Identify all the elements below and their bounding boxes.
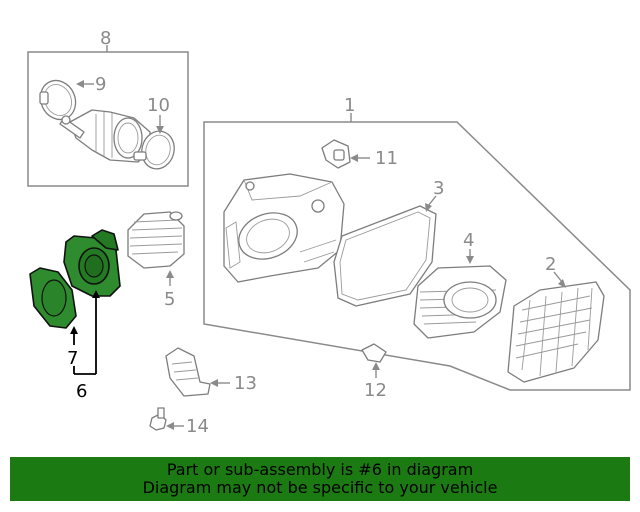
part-7-highlighted-seal[interactable] — [29, 267, 77, 329]
part-5-duct[interactable] — [127, 211, 185, 269]
callout-3-group: 3 — [425, 178, 444, 212]
callout-10: 10 — [147, 95, 170, 116]
part-12-bracket[interactable] — [361, 343, 387, 363]
callout-13-group: 13 — [210, 373, 257, 394]
part-14-bolt[interactable] — [149, 407, 167, 431]
callout-8: 8 — [100, 28, 111, 49]
part-11-sensor[interactable] — [321, 139, 351, 169]
subassembly-8-box: 8 — [27, 28, 189, 187]
banner-line-1: Part or sub-assembly is #6 in diagram — [166, 460, 474, 479]
callout-5-group: 5 — [164, 270, 175, 310]
callout-9-group: 9 — [76, 74, 106, 95]
callout-9: 9 — [95, 74, 106, 95]
callout-12: 12 — [364, 380, 387, 401]
part-13-bracket[interactable] — [165, 347, 211, 397]
callout-4-group: 4 — [463, 230, 474, 264]
part-9-clamp[interactable] — [34, 75, 82, 126]
part-2-cover[interactable] — [507, 281, 605, 383]
callout-11-group: 11 — [350, 148, 398, 169]
part-10-clamp[interactable] — [133, 128, 178, 173]
callout-10-group: 10 — [147, 95, 170, 134]
part-housing-lower[interactable] — [223, 173, 345, 283]
subassembly-1-box: 1 — [203, 95, 631, 391]
part-6-highlighted-adapter[interactable] — [63, 229, 121, 297]
banner-line-2: Diagram may not be specific to your vehi… — [142, 478, 498, 497]
part-4-filter-element[interactable] — [413, 265, 507, 339]
callout-12-group: 12 — [364, 362, 387, 401]
callout-14-group: 14 — [166, 416, 209, 437]
part-8-inlet-hose[interactable] — [59, 109, 151, 163]
callout-5: 5 — [164, 289, 175, 310]
callout-7: 7 — [67, 348, 78, 369]
callout-6-7-bracket: 7 6 — [67, 290, 100, 402]
callout-4: 4 — [463, 230, 474, 251]
callout-2: 2 — [545, 254, 556, 275]
notice-banner: Part or sub-assembly is #6 in diagram Di… — [10, 457, 630, 501]
callout-6: 6 — [76, 381, 87, 402]
part-3-gasket[interactable] — [333, 205, 437, 307]
callout-3: 3 — [433, 178, 444, 199]
callout-2-group: 2 — [545, 254, 566, 288]
callout-13: 13 — [234, 373, 257, 394]
callout-14: 14 — [186, 416, 209, 437]
callout-1: 1 — [344, 95, 355, 116]
parts-diagram: 8 9 10 1 — [27, 28, 631, 437]
callout-11: 11 — [375, 148, 398, 169]
